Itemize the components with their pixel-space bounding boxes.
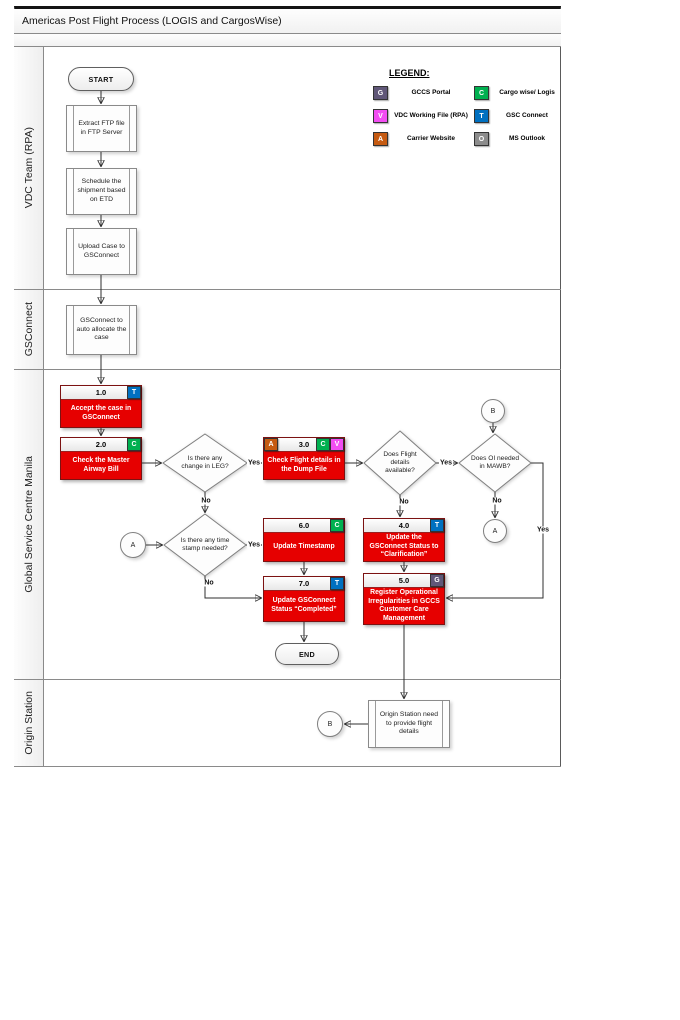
connector-a-left: A bbox=[120, 532, 146, 558]
legend: LEGEND: G GCCS Portal C Cargo wise/ Logi… bbox=[373, 68, 559, 146]
edge-label-yes: Yes bbox=[535, 526, 551, 534]
phase-band bbox=[14, 34, 561, 47]
vdc-working-file-badge-icon: V bbox=[330, 438, 344, 451]
task-2-check-mawb: 2.0 C Check the Master Airway Bill bbox=[60, 437, 142, 480]
task-label: Check Flight details in the Dump File bbox=[267, 456, 341, 473]
task-label: Check the Master Airway Bill bbox=[72, 456, 130, 473]
cargowise-badge-icon: C bbox=[474, 86, 489, 100]
gsc-connect-badge-icon: T bbox=[330, 577, 344, 590]
task-label: Update GSConnect Status “Completed” bbox=[271, 597, 337, 613]
lane-gsconnect: GSConnect bbox=[14, 290, 561, 370]
cargowise-badge-icon: C bbox=[127, 438, 141, 451]
legend-label-vdc-working-file: VDC Working File (RPA) bbox=[394, 112, 468, 120]
decision-change-in-leg: Is there any change in LEG? bbox=[163, 434, 247, 492]
lane-label-vdc-team: VDC Team (RPA) bbox=[14, 47, 44, 289]
edge-label-no: No bbox=[203, 579, 215, 587]
carrier-website-badge-icon: A bbox=[264, 438, 278, 451]
step-gsconnect-auto-allocate: GSConnect to auto allocate the case bbox=[66, 305, 137, 355]
gccs-portal-badge-icon: G bbox=[373, 86, 388, 100]
task-number: 1.0 bbox=[95, 388, 107, 397]
connector-b-top: B bbox=[481, 399, 505, 423]
task-label: Register Operational Irregularities in G… bbox=[368, 589, 440, 622]
edge-label-no: No bbox=[398, 498, 410, 506]
task-5-register-irregularities: 5.0 G Register Operational Irregularitie… bbox=[363, 573, 445, 625]
gsc-connect-badge-icon: T bbox=[127, 386, 141, 399]
task-number: 4.0 bbox=[398, 521, 410, 530]
lane-vdc-team: VDC Team (RPA) bbox=[14, 47, 561, 290]
decision-oi-needed-mawb: Does OI needed in MAWB? bbox=[459, 434, 531, 492]
task-6-update-timestamp: 6.0 C Update Timestamp bbox=[263, 518, 345, 562]
task-number: 5.0 bbox=[398, 576, 410, 585]
step-extract-ftp: Extract FTP file in FTP Server bbox=[66, 105, 137, 152]
lane-label-origin-station: Origin Station bbox=[14, 680, 44, 766]
connector-a-right: A bbox=[483, 519, 507, 543]
task-number: 6.0 bbox=[298, 521, 310, 530]
cargowise-badge-icon: C bbox=[330, 519, 344, 532]
task-4-update-status-clarification: 4.0 T Update the GSConnect Status to “Cl… bbox=[363, 518, 445, 562]
carrier-website-badge-icon: A bbox=[373, 132, 388, 146]
edge-label-yes: Yes bbox=[246, 459, 262, 467]
step-schedule-shipment: Schedule the shipment based on ETD bbox=[66, 168, 137, 215]
decision-flight-details-available: Does Flight details available? bbox=[364, 431, 436, 495]
task-label: Update the GSConnect Status to “Clarific… bbox=[369, 534, 439, 559]
vdc-working-file-badge-icon: V bbox=[373, 109, 388, 123]
legend-label-gccs-portal: GCCS Portal bbox=[411, 89, 451, 97]
decision-timestamp-needed: Is there any time stamp needed? bbox=[164, 514, 246, 576]
legend-grid: G GCCS Portal C Cargo wise/ Logis V VDC … bbox=[373, 86, 559, 146]
task-1-accept-case: 1.0 T Accept the case in GSConnect bbox=[60, 385, 142, 428]
edge-label-no: No bbox=[491, 497, 503, 505]
legend-label-cargowise: Cargo wise/ Logis bbox=[499, 89, 555, 97]
legend-label-gsc-connect: GSC Connect bbox=[506, 112, 548, 120]
legend-title: LEGEND: bbox=[389, 68, 430, 78]
start-terminator: START bbox=[68, 67, 134, 91]
task-3-check-flight-details: A 3.0 C V Check Flight details in the Du… bbox=[263, 437, 345, 480]
edge-label-yes: Yes bbox=[246, 541, 262, 549]
gsc-connect-badge-icon: T bbox=[430, 519, 444, 532]
task-label: Update Timestamp bbox=[273, 542, 335, 550]
edge-label-yes: Yes bbox=[438, 459, 454, 467]
legend-label-ms-outlook: MS Outlook bbox=[508, 135, 546, 143]
lane-origin-station: Origin Station bbox=[14, 680, 561, 767]
task-label: Accept the case in GSConnect bbox=[70, 404, 132, 421]
lane-label-gsc-manila: Global Service Centre Manila bbox=[14, 370, 44, 679]
cargowise-badge-icon: C bbox=[316, 438, 330, 451]
page-title: Americas Post Flight Process (LOGIS and … bbox=[14, 9, 561, 34]
gccs-portal-badge-icon: G bbox=[430, 574, 444, 587]
legend-label-carrier-website: Carrier Website bbox=[407, 135, 455, 143]
ms-outlook-badge-icon: O bbox=[474, 132, 489, 146]
task-number: 2.0 bbox=[95, 440, 107, 449]
step-upload-case: Upload Case to GSConnect bbox=[66, 228, 137, 275]
lane-gsc-manila: Global Service Centre Manila bbox=[14, 370, 561, 680]
end-terminator: END bbox=[275, 643, 339, 665]
step-origin-provide-flight-details: Origin Station need to provide flight de… bbox=[368, 700, 450, 748]
task-number: 3.0 bbox=[298, 440, 310, 449]
connector-b-origin: B bbox=[317, 711, 343, 737]
task-7-update-status-completed: 7.0 T Update GSConnect Status “Completed… bbox=[263, 576, 345, 622]
lane-label-gsconnect: GSConnect bbox=[14, 290, 44, 369]
gsc-connect-badge-icon: T bbox=[474, 109, 489, 123]
edge-label-no: No bbox=[200, 497, 212, 505]
task-number: 7.0 bbox=[298, 579, 310, 588]
